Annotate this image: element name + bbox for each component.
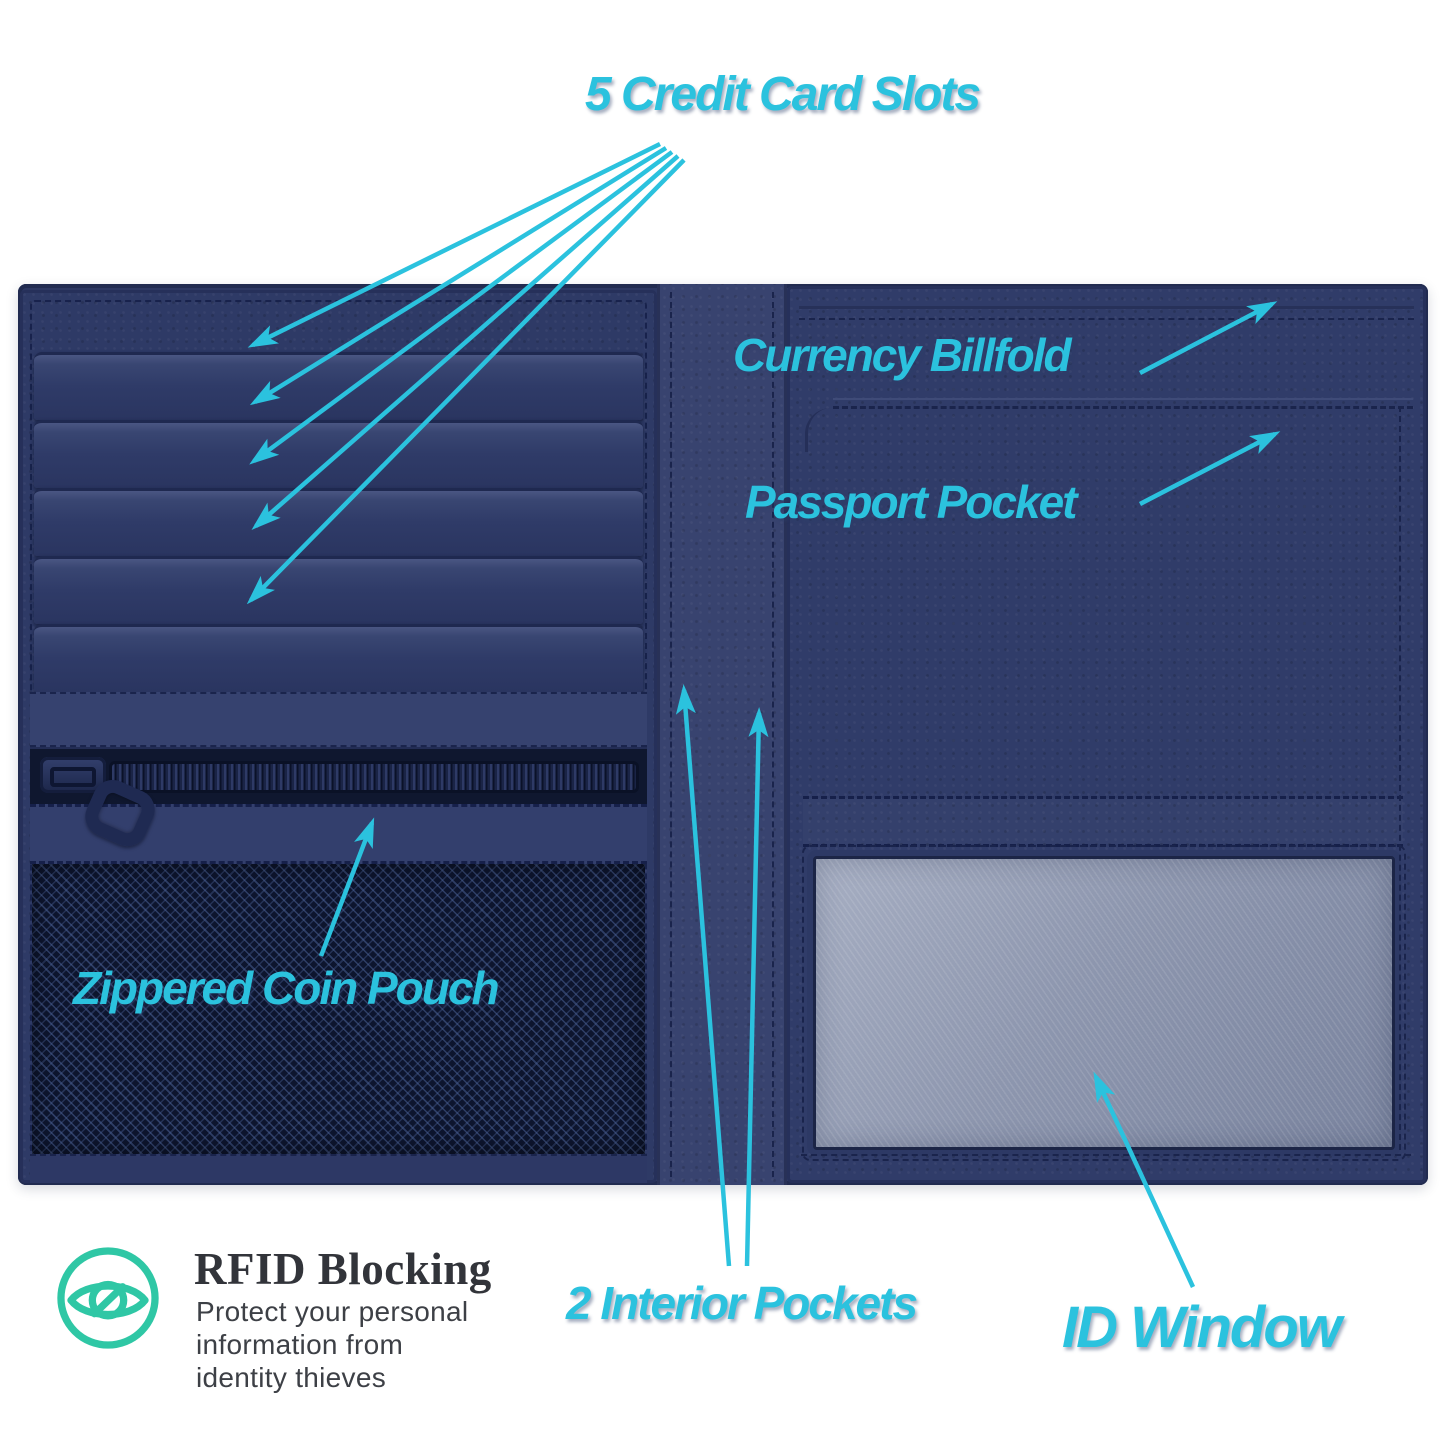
label-zippered-coin-pouch: Zippered Coin Pouch: [73, 962, 500, 1014]
seam-above-id-window: [803, 796, 1403, 799]
arrow-card-slot-2: [249, 146, 668, 406]
arrow-card-slot-5: [246, 158, 686, 605]
rfid-heading: RFID Blocking: [194, 1244, 492, 1294]
credit-card-slot-4: [34, 556, 643, 624]
label-passport-pocket: Passport Pocket: [745, 476, 1077, 528]
right-panel-bottom-stitch: [801, 1154, 1411, 1156]
credit-card-slot-3: [34, 488, 643, 556]
arrow-card-slot-4: [251, 154, 680, 530]
passport-pocket-edge: [833, 406, 1413, 409]
right-panel-vertical-stitch: [1399, 406, 1401, 1150]
passport-pocket-edge-highlight: [833, 398, 1413, 400]
travel-wallet-photo: [18, 284, 1428, 1185]
mesh-coin-pouch: [32, 864, 645, 1154]
zipper-slider: [40, 757, 106, 793]
coin-pouch-band: [30, 804, 647, 864]
label-interior-pockets: 2 Interior Pockets: [566, 1277, 918, 1329]
label-currency-billfold: Currency Billfold: [733, 329, 1072, 381]
zipper-teeth: [112, 764, 636, 790]
arrow-id-window: [1093, 1071, 1196, 1288]
billfold-opening-seam: [799, 306, 1414, 309]
arrow-card-slot-1: [247, 141, 661, 348]
arrow-interior-pocket-2: [744, 707, 769, 1267]
slot-panel-hem: [30, 692, 647, 747]
rfid-description-line: identity thieves: [196, 1362, 387, 1394]
rfid-description-line: information from: [196, 1329, 404, 1361]
eye-blocked-icon: [57, 1247, 159, 1349]
wallet-left-panel: [20, 290, 657, 1183]
wallet-right-panel: [787, 286, 1426, 1183]
label-id-window: ID Window: [1062, 1295, 1342, 1360]
arrow-passport-pocket: [1138, 431, 1281, 506]
billfold-stitch-line: [799, 318, 1414, 320]
left-panel-bottom-hem: [30, 1154, 647, 1183]
arrow-interior-pocket-1: [675, 684, 732, 1267]
label-credit-card-slots: 5 Credit Card Slots: [585, 68, 981, 121]
arrow-currency-billfold: [1138, 301, 1278, 375]
zipper: [30, 747, 647, 804]
passport-pocket-corner: [805, 408, 835, 452]
credit-card-slot-1: [34, 352, 643, 420]
credit-card-slot-5: [34, 624, 643, 692]
rfid-description: Protect your personal information from i…: [196, 1295, 468, 1394]
arrow-card-slot-3: [249, 150, 674, 465]
rfid-description-line: Protect your personal: [196, 1296, 469, 1327]
arrow-coin-pouch: [318, 817, 375, 957]
